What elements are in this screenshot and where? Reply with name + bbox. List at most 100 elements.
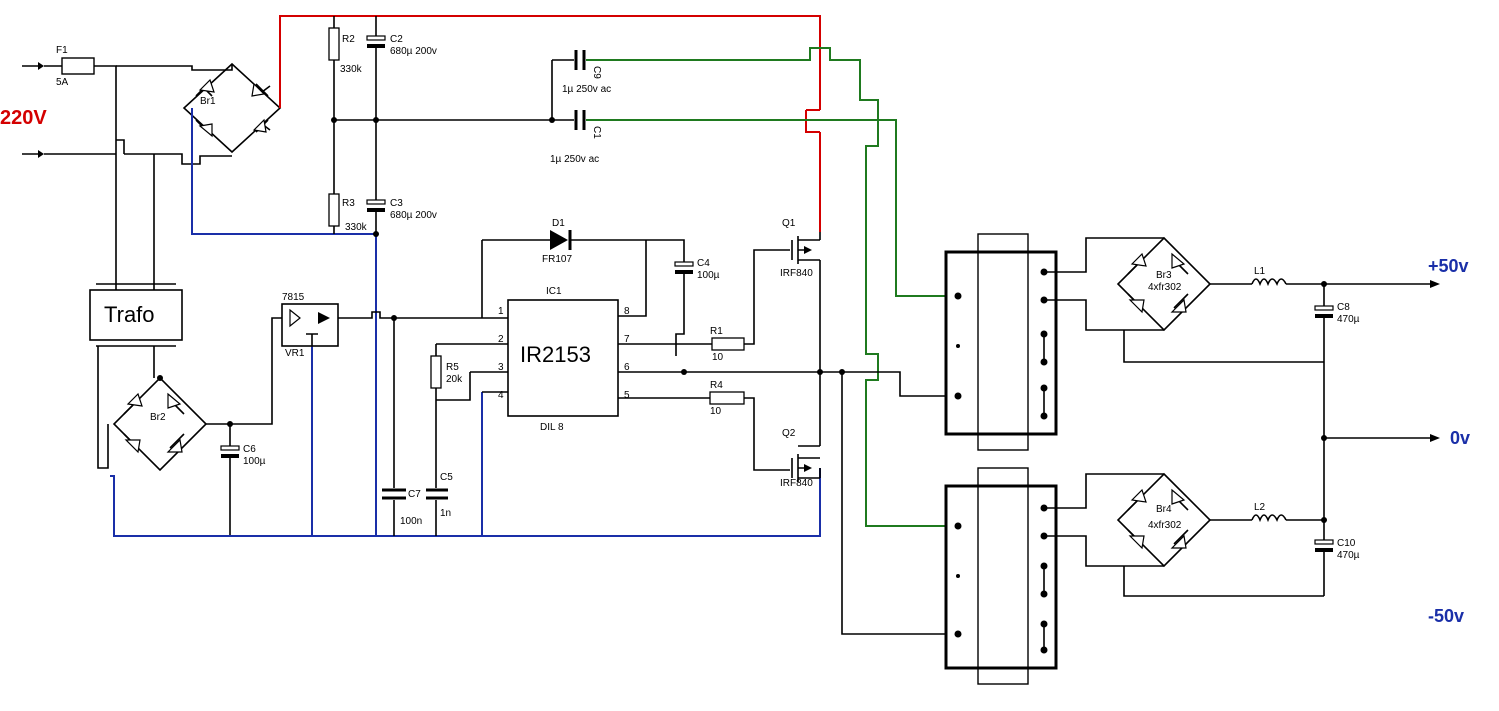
r5-value: 20k	[446, 374, 463, 385]
ground-bus	[110, 346, 821, 537]
aux-transformer: Trafo	[89, 283, 183, 347]
capacitor-c8: C8 470µ	[1314, 302, 1360, 325]
c7-ref: C7	[408, 489, 421, 500]
c10-ref: C10	[1337, 538, 1356, 549]
c2-ref: C2	[390, 34, 403, 45]
c9-value: 1µ 250v ac	[562, 84, 611, 95]
br3-ref: Br3	[1156, 270, 1172, 281]
q1-ref: Q1	[782, 218, 796, 229]
inductor-l2: L2	[1251, 502, 1287, 523]
q2-ref: Q2	[782, 428, 796, 439]
c3-value: 680µ 200v	[390, 210, 437, 221]
ic1-pin-1: 1	[498, 306, 504, 317]
drive-wire-c1	[586, 119, 958, 297]
c9-ref: C9	[591, 66, 602, 79]
ic1-pin-4: 4	[498, 390, 504, 401]
c1-ref: C1	[591, 126, 602, 139]
input-voltage-label: 220V	[0, 107, 47, 129]
output-transformer-bottom	[944, 467, 1058, 685]
bridge-br1: Br1	[182, 62, 282, 154]
capacitor-c7: C7 100n	[382, 488, 422, 527]
c1-value: 1µ 250v ac	[550, 154, 599, 165]
r4-value: 10	[710, 406, 722, 417]
trafo-label: Trafo	[104, 302, 155, 327]
regulator-vr1: 7815 VR1	[281, 292, 339, 359]
c2-value: 680µ 200v	[390, 46, 437, 57]
hv-ground	[191, 108, 377, 536]
r2-ref: R2	[342, 34, 355, 45]
output-negative-label: -50v	[1428, 606, 1464, 626]
ic1-pin-7: 7	[624, 334, 630, 345]
mosfet-q2: Q2 IRF840	[780, 428, 821, 489]
ic1-pin-2: 2	[498, 334, 504, 345]
l1-ref: L1	[1254, 266, 1266, 277]
ic1-ir2153: IC1 IR2153 DIL 8 1 2 3 4 5 6 7 8	[498, 286, 630, 433]
capacitor-c5: C5 1n	[426, 472, 453, 519]
output-positive-label: +50v	[1428, 256, 1469, 276]
capacitor-c9: C9 1µ 250v ac	[562, 50, 611, 95]
output-zero-label: 0v	[1450, 428, 1470, 448]
hv-rail	[279, 15, 821, 232]
resistor-r3: R3 330k	[328, 193, 368, 233]
ic1-part: IR2153	[520, 342, 591, 367]
c5-value: 1n	[440, 508, 451, 519]
c4-ref: C4	[697, 258, 710, 269]
bridge-br4: Br4 4xfr302	[1116, 472, 1212, 568]
ic1-pin-3: 3	[498, 362, 504, 373]
capacitor-c1: C1 1µ 250v ac	[550, 110, 602, 165]
ic1-ref: IC1	[546, 286, 562, 297]
c7-value: 100n	[400, 516, 422, 527]
fuse-ref: F1	[56, 45, 68, 56]
q1-part: IRF840	[780, 268, 813, 279]
capacitor-c10: C10 470µ	[1314, 538, 1360, 561]
output-transformer-top	[944, 233, 1058, 451]
vr1-ref: VR1	[285, 348, 305, 359]
capacitor-c6: C6 100µ	[220, 444, 266, 467]
d1-ref: D1	[552, 218, 565, 229]
capacitor-c3: C3 680µ 200v	[366, 198, 437, 221]
br2-ref: Br2	[150, 412, 166, 423]
resistor-r1: R1 10	[710, 326, 745, 363]
r2-value: 330k	[340, 64, 363, 75]
br4-ref: Br4	[1156, 504, 1172, 515]
r3-ref: R3	[342, 198, 355, 209]
fuse-value: 5A	[56, 77, 69, 88]
c6-ref: C6	[243, 444, 256, 455]
d1-value: FR107	[542, 254, 572, 265]
c3-ref: C3	[390, 198, 403, 209]
r5-ref: R5	[446, 362, 459, 373]
capacitor-c2: C2 680µ 200v	[366, 34, 437, 57]
c4-value: 100µ	[697, 270, 720, 281]
ic1-pin-5: 5	[624, 390, 630, 401]
c6-value: 100µ	[243, 456, 266, 467]
br4-value: 4xfr302	[1148, 520, 1182, 531]
inductor-l1: L1	[1251, 266, 1287, 287]
bridge-br2: Br2	[112, 376, 208, 472]
l2-ref: L2	[1254, 502, 1266, 513]
drive-wire-c9	[586, 47, 958, 527]
r1-value: 10	[712, 352, 724, 363]
ic1-package: DIL 8	[540, 422, 564, 433]
resistor-r4: R4 10	[709, 380, 745, 417]
bridge-br3: Br3 4xfr302	[1116, 236, 1212, 332]
r1-ref: R1	[710, 326, 723, 337]
capacitor-c4: C4 100µ	[674, 258, 720, 281]
br1-ref: Br1	[200, 96, 216, 107]
c5-ref: C5	[440, 472, 453, 483]
c10-value: 470µ	[1337, 550, 1360, 561]
c8-value: 470µ	[1337, 314, 1360, 325]
c8-ref: C8	[1337, 302, 1350, 313]
resistor-r2: R2 330k	[328, 27, 363, 75]
fuse-f1: F1 5A	[56, 45, 95, 88]
resistor-r5: R5 20k	[430, 355, 463, 389]
r4-ref: R4	[710, 380, 723, 391]
q2-part: IRF840	[780, 478, 813, 489]
br3-value: 4xfr302	[1148, 282, 1182, 293]
diode-d1: D1 FR107	[542, 218, 572, 265]
vr1-part: 7815	[282, 292, 305, 303]
mosfet-q1: Q1 IRF840	[780, 218, 821, 279]
r3-value: 330k	[345, 222, 368, 233]
ic1-pin-6: 6	[624, 362, 630, 373]
ic1-pin-8: 8	[624, 306, 630, 317]
